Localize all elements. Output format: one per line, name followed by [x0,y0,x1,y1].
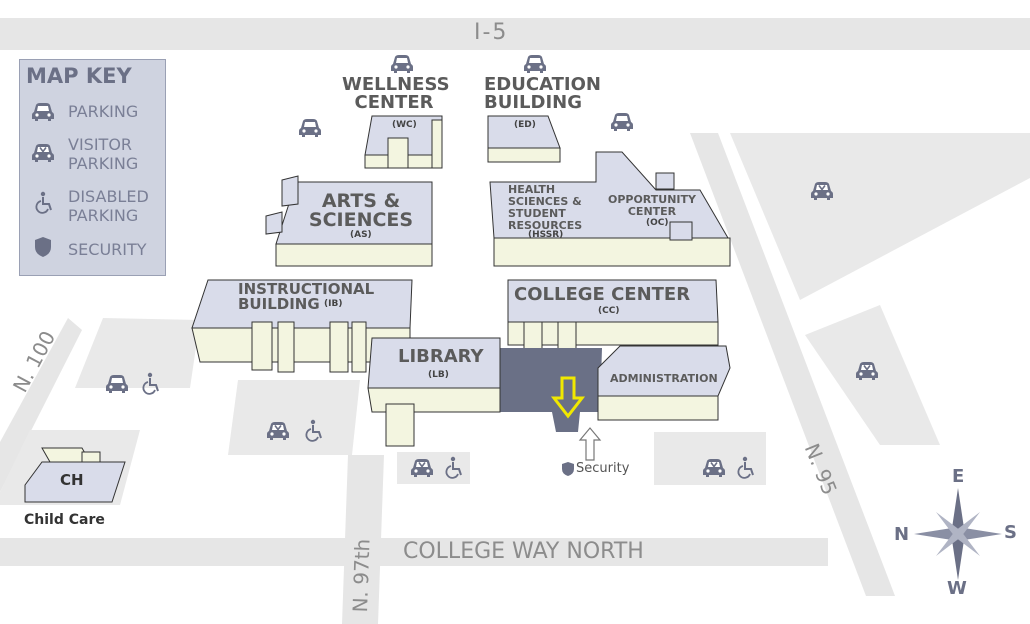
key-visitor-label-2: PARKING [68,154,139,173]
administration-building[interactable] [597,345,731,421]
key-parking-label: PARKING [68,102,139,121]
compass-icon [914,488,1002,580]
instructional-building-code: (IB) [324,299,343,309]
key-security-label: SECURITY [68,240,147,259]
key-disabled-label-2: PARKING [68,206,139,225]
library-code: (LB) [428,370,449,380]
instructional-building[interactable] [191,279,413,373]
education-building[interactable] [487,115,561,163]
key-disabled-label-1: DISABLED [68,187,149,206]
security-label: Security [576,461,630,476]
wellness-center-code: (WC) [392,120,417,130]
child-care-building[interactable] [24,447,126,503]
road-n97-label: N. 97th [348,538,375,613]
wellness-center-building[interactable] [364,115,443,169]
arrow-down-icon [550,376,586,419]
road-college-way-label: COLLEGE WAY NORTH [403,539,644,564]
child-care-label: Child Care [24,512,105,528]
shield-icon [562,462,574,476]
library-building[interactable] [367,337,501,447]
compass-west: W [947,578,967,599]
compass-east: E [952,466,965,487]
road-i5-label: I-5 [474,20,509,45]
college-center-code: (CC) [598,306,620,316]
map-key: MAP KEY PARKING VISITOR PARKING DISABLED… [19,59,166,276]
compass-north: N [894,524,910,545]
hssr-code: (HSSR) [528,230,564,240]
arrow-up-icon [578,427,602,461]
college-center-label[interactable]: COLLEGE CENTER [514,284,691,305]
opportunity-center-code: (OC) [646,218,669,228]
library-label[interactable]: LIBRARY [398,346,484,367]
education-building-code: (ED) [514,120,536,130]
arts-sciences-label[interactable]: ARTS &SCIENCES [308,190,414,231]
child-care-code[interactable]: CH [60,471,84,489]
arts-sciences-building[interactable] [265,175,433,267]
key-visitor-label-1: VISITOR [68,135,133,154]
commons-area [500,348,602,432]
hssr-building[interactable] [489,151,731,267]
map-key-title: MAP KEY [26,64,132,88]
arts-sciences-code: (AS) [350,230,372,240]
administration-label[interactable]: ADMINISTRATION [610,372,718,385]
map-key-icons [31,103,55,257]
compass-south: S [1004,522,1017,543]
